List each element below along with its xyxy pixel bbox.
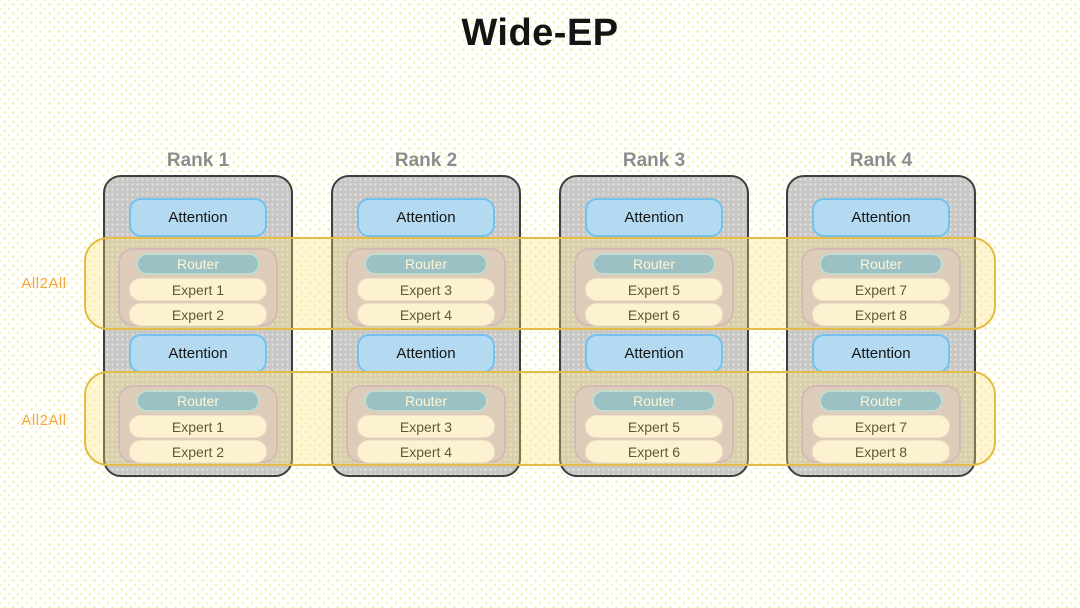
attention-block: Attention [812, 198, 950, 237]
moe-expert-group: Router Expert 5 Expert 6 [574, 248, 734, 326]
moe-expert-group: Router Expert 3 Expert 4 [346, 385, 506, 463]
expert-pill: Expert 2 [129, 303, 267, 326]
attention-block: Attention [812, 334, 950, 373]
rank-title: Rank 2 [394, 150, 458, 171]
attention-block: Attention [585, 198, 723, 237]
diagram-title: Wide-EP [461, 12, 619, 54]
expert-pill: Expert 6 [585, 440, 723, 463]
all2all-label-2: All2All [21, 412, 67, 429]
moe-expert-group: Router Expert 7 Expert 8 [801, 248, 961, 326]
router-pill: Router [136, 390, 260, 412]
expert-pill: Expert 1 [129, 415, 267, 438]
expert-pill: Expert 5 [585, 415, 723, 438]
expert-pill: Expert 2 [129, 440, 267, 463]
expert-pill: Expert 8 [812, 440, 950, 463]
rank-column-2: Rank 2 Attention Router Expert 3 Expert … [331, 150, 521, 477]
router-pill: Router [364, 253, 488, 275]
attention-block: Attention [129, 334, 267, 373]
attention-block: Attention [357, 334, 495, 373]
attention-block: Attention [129, 198, 267, 237]
router-pill: Router [136, 253, 260, 275]
rank-title: Rank 3 [622, 150, 686, 171]
expert-pill: Expert 8 [812, 303, 950, 326]
moe-expert-group: Router Expert 1 Expert 2 [118, 248, 278, 326]
expert-pill: Expert 4 [357, 440, 495, 463]
all2all-label-1: All2All [21, 275, 67, 292]
router-pill: Router [819, 390, 943, 412]
router-pill: Router [592, 390, 716, 412]
expert-pill: Expert 1 [129, 278, 267, 301]
moe-expert-group: Router Expert 7 Expert 8 [801, 385, 961, 463]
rank-column-4: Rank 4 Attention Router Expert 7 Expert … [786, 150, 976, 477]
rank-box: Attention Router Expert 3 Expert 4 Atten… [331, 175, 521, 477]
expert-pill: Expert 7 [812, 415, 950, 438]
moe-expert-group: Router Expert 1 Expert 2 [118, 385, 278, 463]
rank-box: Attention Router Expert 1 Expert 2 Atten… [103, 175, 293, 477]
rank-column-1: Rank 1 Attention Router Expert 1 Expert … [103, 150, 293, 477]
expert-pill: Expert 7 [812, 278, 950, 301]
expert-pill: Expert 6 [585, 303, 723, 326]
moe-expert-group: Router Expert 5 Expert 6 [574, 385, 734, 463]
router-pill: Router [819, 253, 943, 275]
moe-expert-group: Router Expert 3 Expert 4 [346, 248, 506, 326]
attention-block: Attention [585, 334, 723, 373]
expert-pill: Expert 3 [357, 278, 495, 301]
rank-box: Attention Router Expert 5 Expert 6 Atten… [559, 175, 749, 477]
router-pill: Router [592, 253, 716, 275]
rank-title: Rank 1 [166, 150, 230, 171]
expert-pill: Expert 4 [357, 303, 495, 326]
attention-block: Attention [357, 198, 495, 237]
router-pill: Router [364, 390, 488, 412]
expert-pill: Expert 5 [585, 278, 723, 301]
rank-column-3: Rank 3 Attention Router Expert 5 Expert … [559, 150, 749, 477]
rank-box: Attention Router Expert 7 Expert 8 Atten… [786, 175, 976, 477]
expert-pill: Expert 3 [357, 415, 495, 438]
rank-title: Rank 4 [849, 150, 913, 171]
